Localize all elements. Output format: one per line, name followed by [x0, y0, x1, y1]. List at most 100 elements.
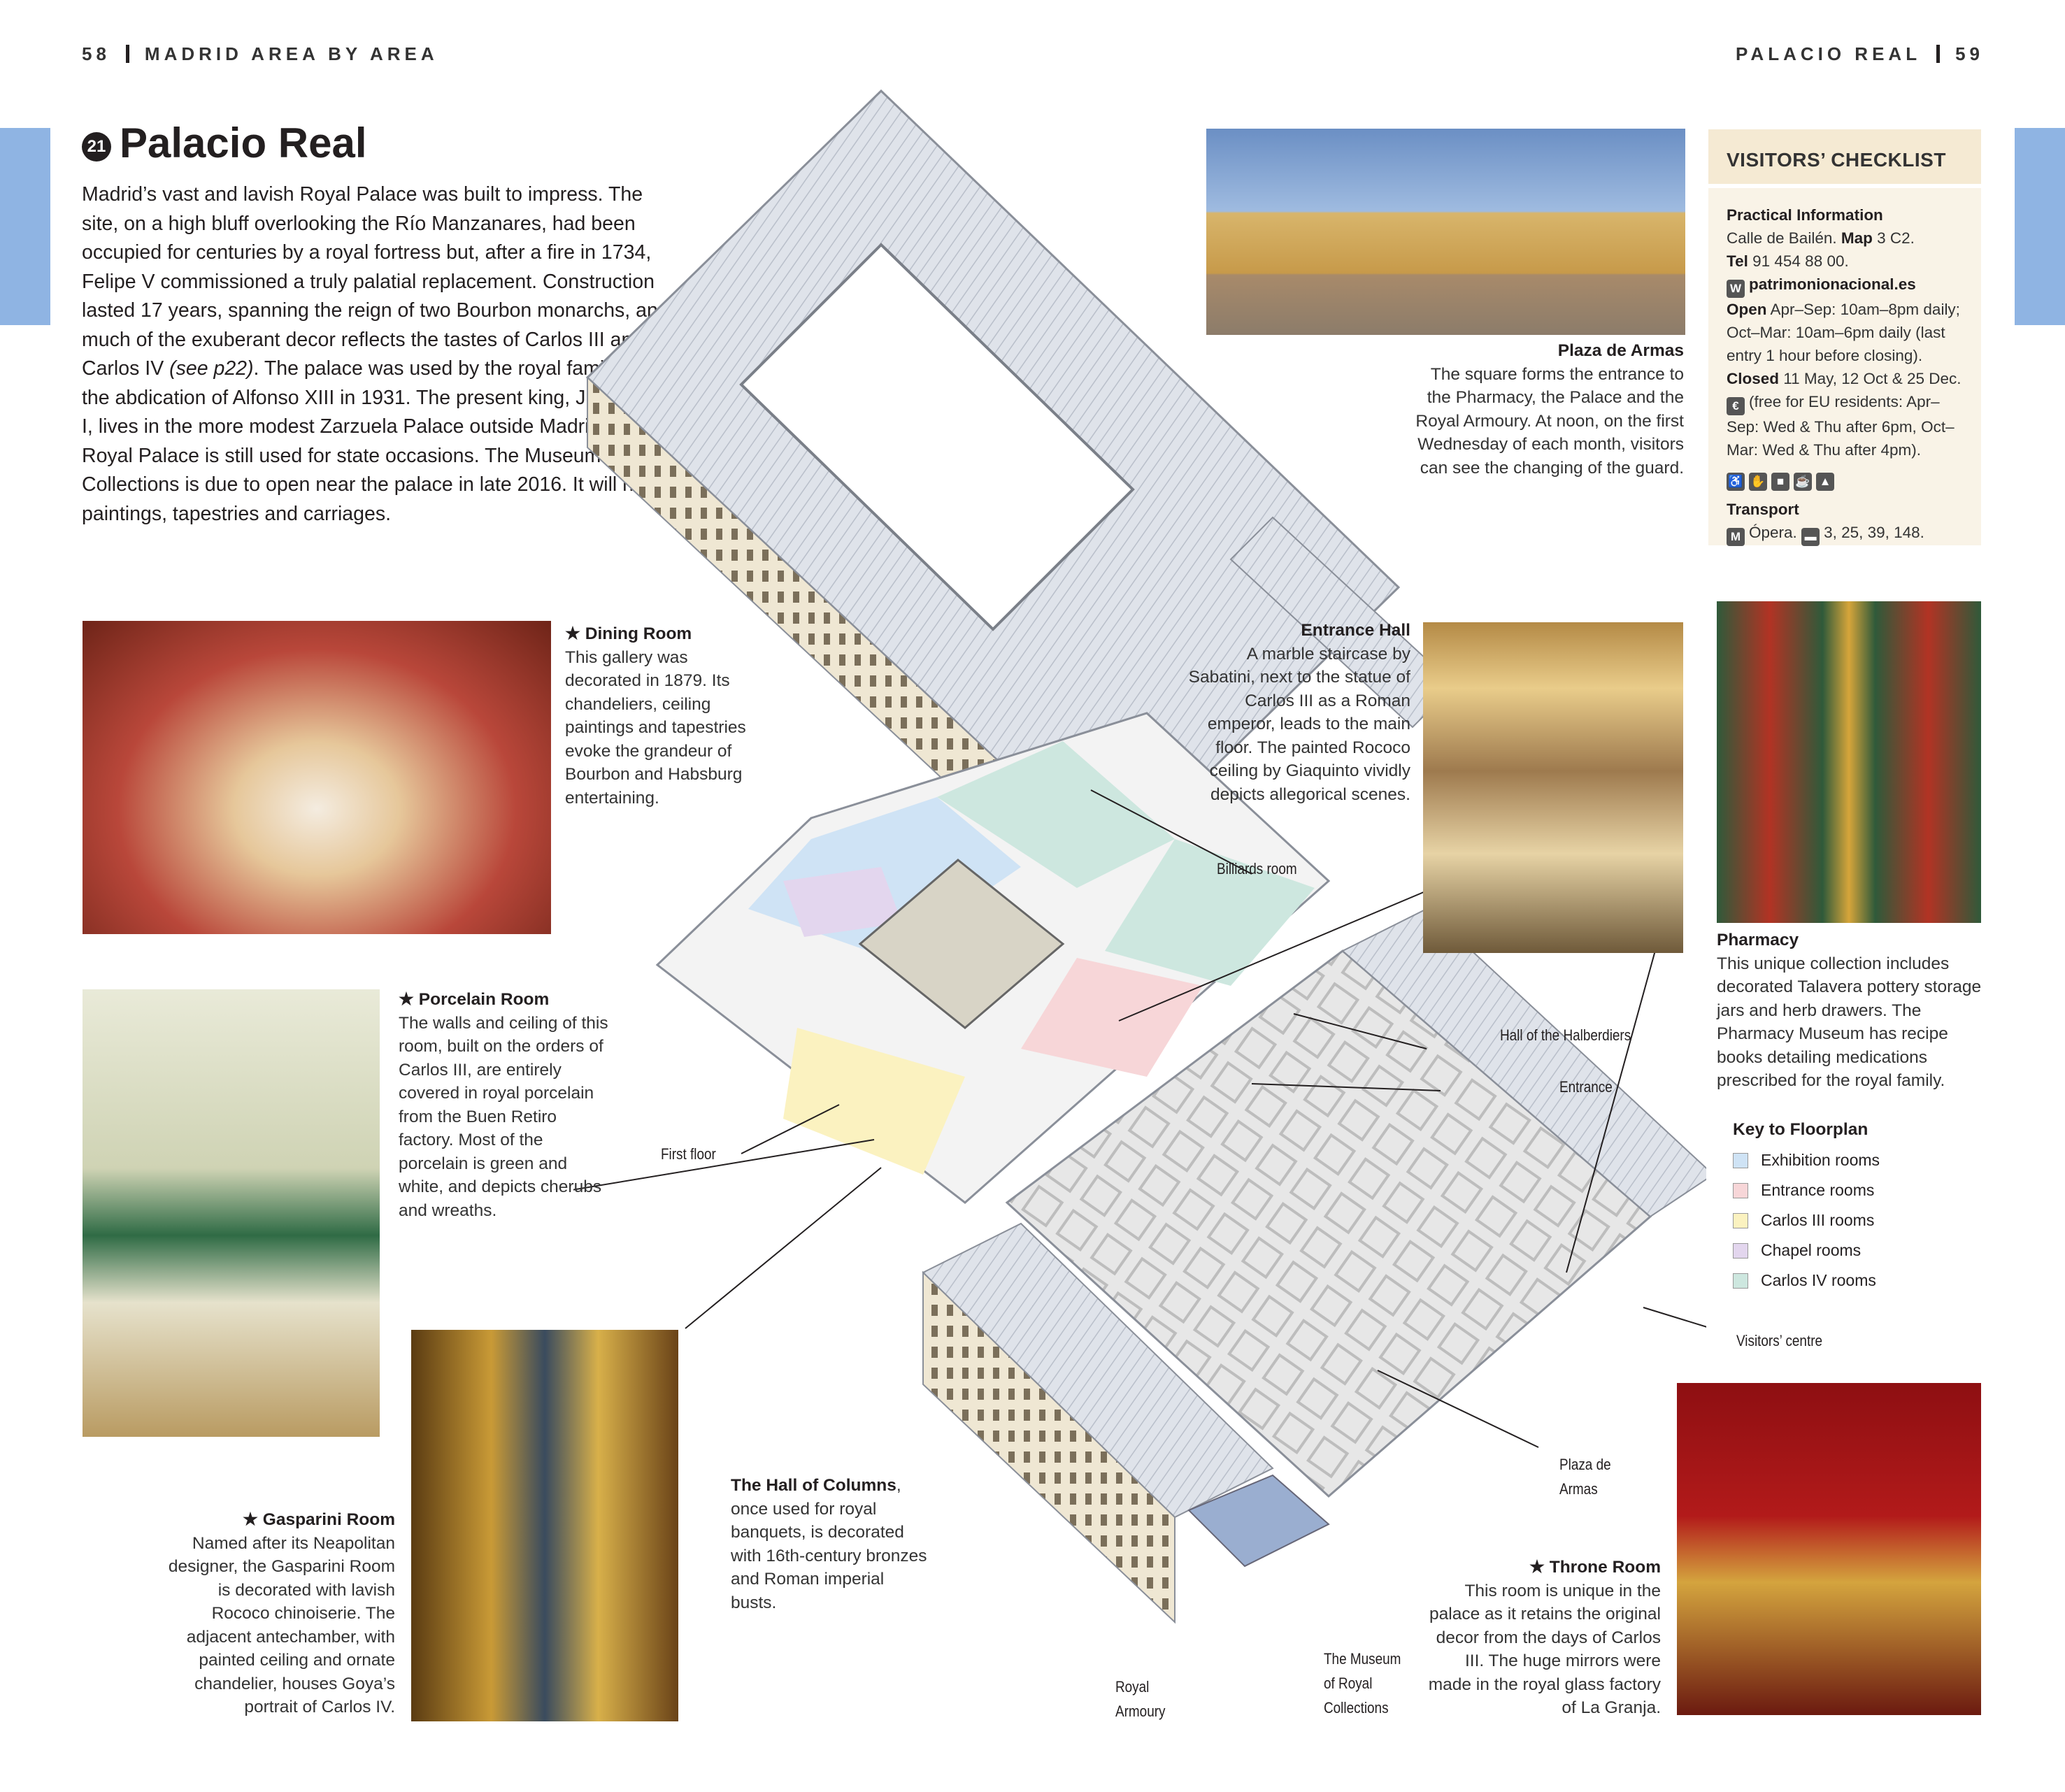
label-royal-armoury: Royal Armoury [1115, 1678, 1166, 1720]
gasparini-caption-text: Named after its Neapolitan designer, the… [168, 1533, 395, 1717]
key-label: Entrance rooms [1761, 1181, 1875, 1199]
dining-caption-text: This gallery was decorated in 1879. Its … [565, 647, 746, 808]
plan-zone-entrance [1021, 958, 1203, 1077]
label-entrance: Entrance [1559, 1078, 1613, 1096]
columns-caption-text: once used for royal banquets, is decorat… [731, 1499, 927, 1612]
plan-zone-chapel [783, 867, 902, 937]
website-link[interactable]: patrimonionacional.es [1749, 275, 1916, 293]
closing-dates: 11 May, 12 Oct & 25 Dec. [1783, 370, 1962, 387]
map-ref: 3 C2. [1877, 229, 1915, 247]
label-museum-royal-collections: The Museum of Royal Collections [1324, 1650, 1401, 1716]
bus-routes: 3, 25, 39, 148. [1824, 524, 1924, 541]
map-label: Map [1841, 229, 1873, 247]
cafe-icon: ☕ [1794, 473, 1812, 491]
key-swatch [1733, 1243, 1748, 1259]
armoury-facade [922, 1270, 1176, 1624]
key-swatch [1733, 1153, 1748, 1168]
gasparini-room-photo [411, 1330, 678, 1721]
practical-info-heading: Practical Information [1727, 206, 1883, 224]
pharmacy-photo [1717, 601, 1981, 923]
porcelain-caption-text: The walls and ceiling of this room, buil… [399, 1013, 608, 1220]
first-floor-plan [655, 712, 1331, 1204]
entry-number: 21 [82, 132, 111, 162]
key-item: Exhibition rooms [1733, 1145, 1971, 1175]
dining-room-caption: ★ Dining Room This gallery was decorated… [565, 622, 768, 810]
gasparini-room-caption: ★ Gasparini Room Named after its Neapoli… [157, 1508, 395, 1719]
museum-glass-roof [1187, 1474, 1330, 1568]
entrance-hall-photo [1423, 622, 1683, 953]
checklist-heading: VISITORS’ CHECKLIST [1708, 129, 1981, 188]
plaza-de-armas-caption: Plaza de Armas The square forms the entr… [1413, 339, 1684, 480]
label-plaza-de-armas: Plaza de Armas [1559, 1456, 1611, 1498]
key-label: Carlos IV rooms [1761, 1271, 1876, 1289]
ticket-icon: € [1727, 397, 1745, 415]
left-thumb-tab [0, 128, 50, 325]
gasparini-caption-title: Gasparini Room [262, 1510, 395, 1529]
plan-zone-carlos-iv-rooms [937, 741, 1175, 888]
metro-icon: M [1727, 528, 1745, 546]
address: Calle de Bailén. [1727, 229, 1837, 247]
open-label: Open [1727, 301, 1767, 318]
intro-text: Madrid’s vast and lavish Royal Palace wa… [82, 183, 683, 525]
key-item: Chapel rooms [1733, 1235, 1971, 1266]
plaza-de-armas-photo [1206, 129, 1685, 335]
cross-reference: (see p22) [169, 357, 254, 380]
palace-wing [1229, 516, 1456, 729]
metro-station: Ópera. [1749, 524, 1797, 541]
throne-room-photo [1677, 1383, 1981, 1715]
plaza-caption-text: The square forms the entrance to the Pha… [1415, 364, 1684, 478]
label-hall-of-halberdiers: Hall of the Halberdiers [1500, 1026, 1631, 1044]
pharmacy-caption: Pharmacy This unique collection includes… [1717, 929, 1996, 1093]
star-icon: ★ [399, 990, 414, 1009]
throne-caption-text: This room is unique in the palace as it … [1428, 1581, 1661, 1718]
porcelain-room-photo [83, 989, 380, 1437]
entrance-hall-caption-text: A marble staircase by Sabatini, next to … [1188, 644, 1410, 804]
dining-room-photo [83, 621, 551, 934]
left-section-title: MADRID AREA BY AREA [144, 43, 438, 64]
plan-courtyard [858, 859, 1065, 1029]
left-running-head: 58 MADRID AREA BY AREA [82, 43, 438, 65]
transport-heading: Transport [1727, 501, 1799, 518]
star-icon: ★ [1529, 1558, 1545, 1577]
hall-of-columns-caption: The Hall of Columns, once used for royal… [731, 1476, 927, 1612]
right-thumb-tab [2015, 128, 2065, 325]
label-billiards-room: Billiards room [1217, 860, 1297, 877]
porcelain-room-caption: ★ Porcelain Room The walls and ceiling o… [399, 988, 608, 1222]
plan-zone-carlos-iii-rooms [783, 1028, 965, 1175]
key-label: Carlos III rooms [1761, 1211, 1875, 1229]
pharmacy-caption-title: Pharmacy [1717, 931, 1799, 949]
shop-icon: ■ [1771, 473, 1789, 491]
star-icon: ★ [565, 624, 580, 643]
plaza-caption-title: Plaza de Armas [1557, 341, 1684, 360]
throne-room-caption: ★ Throne Room This room is unique in the… [1420, 1556, 1661, 1720]
telephone: 91 454 88 00. [1752, 252, 1849, 270]
entrance-hall-caption: Entrance Hall A marble staircase by Saba… [1185, 619, 1410, 806]
tel-label: Tel [1727, 252, 1748, 270]
left-page-number: 58 [82, 43, 110, 64]
opening-hours: Apr–Sep: 10am–8pm daily; Oct–Mar: 10am–6… [1727, 301, 1960, 364]
key-label: Chapel rooms [1761, 1241, 1862, 1259]
key-item: Entrance rooms [1733, 1175, 1971, 1205]
star-icon: ★ [242, 1510, 258, 1529]
columns-caption-title: The Hall of Columns [731, 1476, 896, 1495]
closed-label: Closed [1727, 370, 1780, 387]
website-icon: W [1727, 280, 1745, 298]
palace-cutaway-illustration [573, 89, 1706, 1624]
leader-lines [573, 789, 1706, 1448]
porcelain-caption-title: Porcelain Room [418, 990, 550, 1009]
guided-tour-icon: ✋ [1749, 473, 1767, 491]
throne-caption-title: Throne Room [1549, 1558, 1661, 1577]
entrance-hall-caption-title: Entrance Hall [1301, 621, 1410, 640]
key-item: Carlos III rooms [1733, 1205, 1971, 1235]
pharmacy-caption-text: This unique collection includes decorate… [1717, 954, 1982, 1091]
key-swatch [1733, 1273, 1748, 1289]
free-entry-info: (free for EU residents: Apr–Sep: Wed & T… [1727, 393, 1955, 459]
key-item: Carlos IV rooms [1733, 1266, 1971, 1296]
key-label: Exhibition rooms [1761, 1151, 1880, 1169]
visitors-checklist: VISITORS’ CHECKLIST Practical Informatio… [1708, 129, 1981, 546]
bus-icon: ▬ [1801, 528, 1820, 546]
